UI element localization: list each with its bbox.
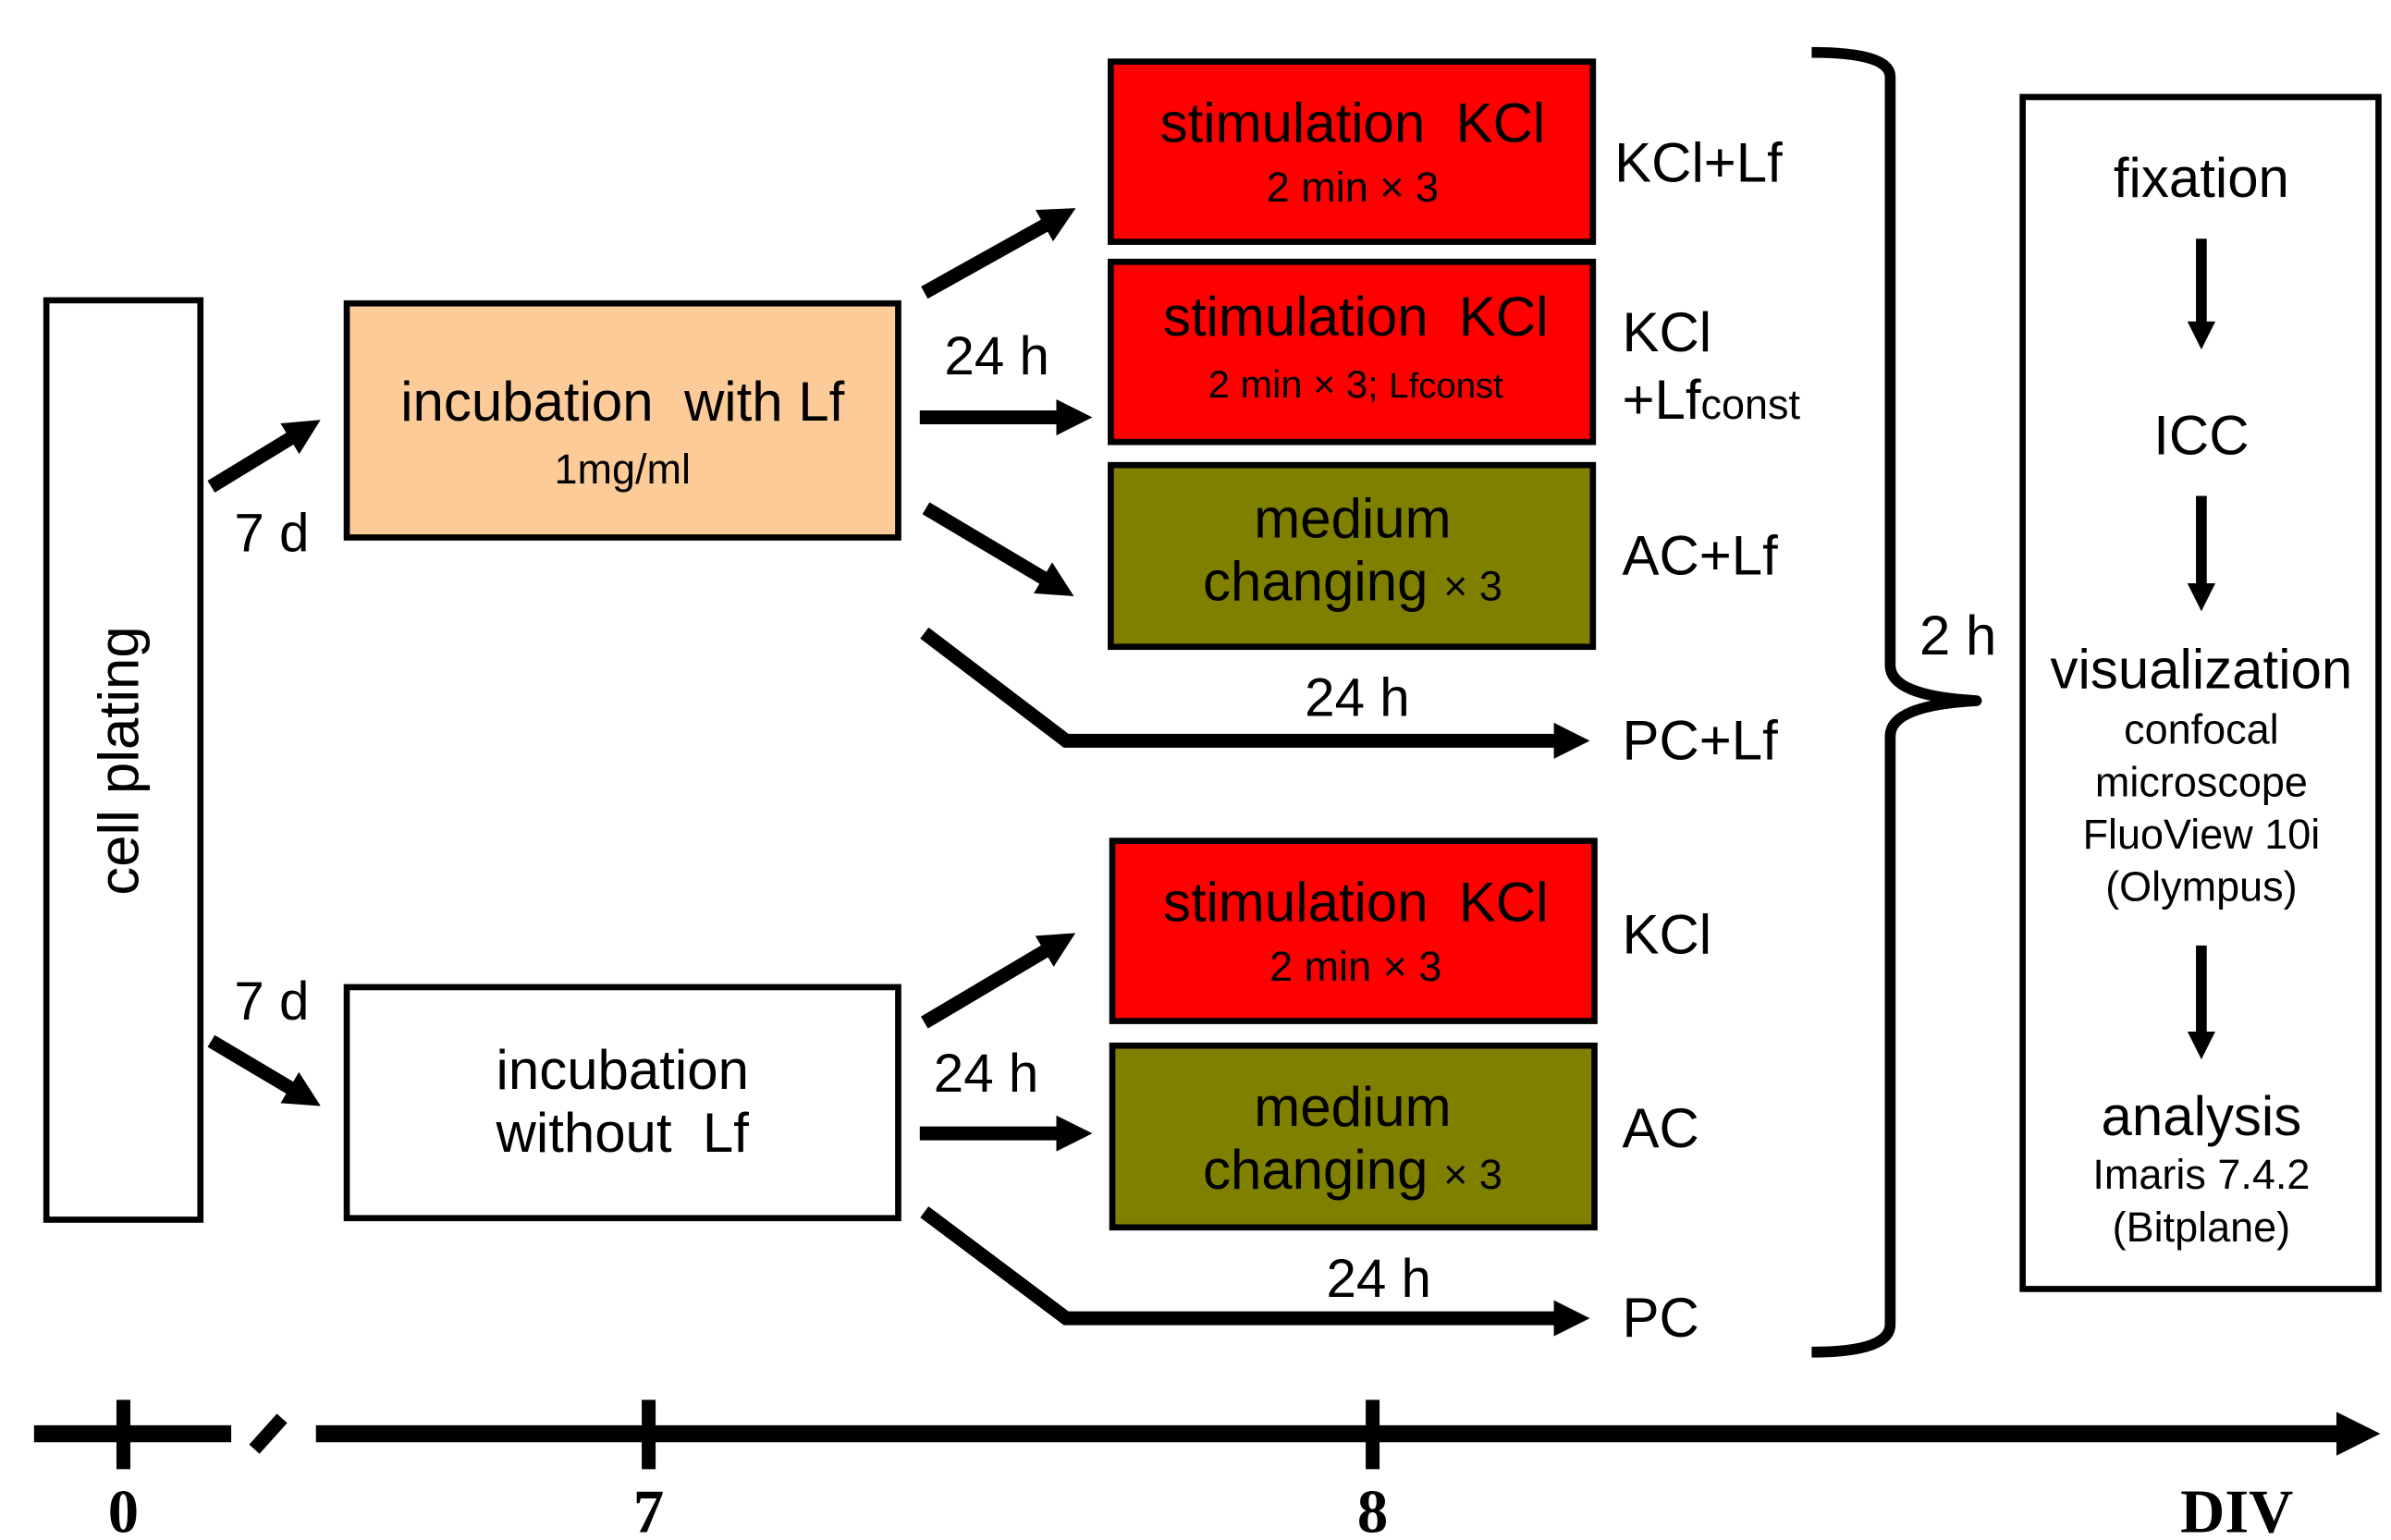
duration-7d-lower: 7 d bbox=[234, 972, 309, 1032]
medium-changing-line2-wrap: changing × 3 bbox=[1203, 1139, 1502, 1201]
medium-changing-lf-box: medium changing × 3 bbox=[1108, 461, 1597, 651]
workflow-analysis: analysis bbox=[2102, 1085, 2302, 1147]
timeline-unit-label: DIV bbox=[2180, 1479, 2293, 1540]
stimulation-kcl-title: stimulation KCl bbox=[1163, 871, 1549, 933]
timeline-label-0: 0 bbox=[108, 1479, 139, 1540]
medium-changing-lf-line2: changing bbox=[1203, 551, 1428, 613]
group-label-pc: PC bbox=[1622, 1287, 1698, 1349]
workflow-vis-detail-4: (Olympus) bbox=[2105, 863, 2297, 911]
stimulation-kcl-lfconst-detail-line: 2 min × 3; Lfconst bbox=[1208, 362, 1503, 406]
medium-changing-lf-line2-wrap: changing × 3 bbox=[1203, 551, 1502, 613]
timeline-axis: 0 7 8 DIV bbox=[33, 1399, 2381, 1540]
stimulation-kcl-lfconst-detail: 2 min × 3; bbox=[1208, 362, 1390, 406]
stimulation-kcl-detail: 2 min × 3 bbox=[1269, 943, 1441, 990]
arrow-to-pc-lf bbox=[920, 627, 1590, 759]
group-label-ac: AC bbox=[1622, 1097, 1698, 1159]
workflow-vis-detail-2: microscope bbox=[2095, 758, 2308, 805]
group-label-pc-lf: PC+Lf bbox=[1622, 709, 1778, 771]
stimulation-kcl-lf-title: stimulation KCl bbox=[1160, 92, 1546, 153]
duration-7d-upper: 7 d bbox=[234, 503, 309, 563]
workflow-analysis-detail-1: Imaris 7.4.2 bbox=[2092, 1151, 2310, 1198]
group-label-ac-lf: AC+Lf bbox=[1622, 524, 1778, 586]
medium-changing-lf-line1: medium bbox=[1254, 487, 1451, 549]
group-label-kcl: KCl bbox=[1622, 903, 1711, 965]
cell-plating-box: cell plating bbox=[43, 297, 204, 1223]
group-label-kcl-lfconst-line2: +Lf bbox=[1622, 369, 1700, 431]
incubation-with-lf-fill bbox=[343, 299, 901, 541]
group-label-kcl-lfconst-sub: const bbox=[1701, 381, 1801, 428]
arrow-to-medium-lf bbox=[922, 502, 1074, 597]
duration-24h-upper: 24 h bbox=[944, 326, 1048, 386]
processing-workflow-box: fixation ICC visualization confocal micr… bbox=[2019, 93, 2382, 1292]
arrow-to-stim-kcl-lf bbox=[921, 208, 1076, 299]
curly-bracket bbox=[1811, 46, 1982, 1358]
incubation-with-lf-dose: 1mg/ml bbox=[555, 446, 691, 493]
arrow-to-stim-kcl bbox=[920, 933, 1076, 1029]
medium-changing-lf-times: × 3 bbox=[1443, 563, 1502, 610]
stimulation-kcl-lfconst-detail-sub: Lfconst bbox=[1389, 366, 1503, 406]
stimulation-kcl-lf-detail: 2 min × 3 bbox=[1267, 164, 1439, 211]
workflow-fixation: fixation bbox=[2114, 147, 2289, 209]
duration-2h: 2 h bbox=[1919, 605, 1996, 666]
workflow-analysis-detail-2: (Bitplane) bbox=[2113, 1204, 2290, 1251]
incubation-without-lf-line1: incubation bbox=[497, 1039, 749, 1101]
group-label-kcl-lfconst-line1: KCl bbox=[1622, 301, 1711, 363]
medium-changing-line2: changing bbox=[1203, 1139, 1428, 1201]
timeline-label-8: 8 bbox=[1357, 1479, 1388, 1540]
arrow-to-pc bbox=[920, 1206, 1590, 1337]
arrow-to-incubation-lf bbox=[207, 420, 321, 493]
duration-24h-pc: 24 h bbox=[1327, 1249, 1431, 1309]
group-label-kcl-lfconst-line2-wrap: +Lfconst bbox=[1622, 369, 1800, 431]
duration-24h-lower: 24 h bbox=[934, 1044, 1038, 1104]
medium-changing-box: medium changing × 3 bbox=[1109, 1042, 1598, 1231]
cell-plating-label: cell plating bbox=[88, 626, 152, 895]
stimulation-kcl-lfconst-box: stimulation KCl 2 min × 3; Lfconst bbox=[1108, 258, 1597, 446]
workflow-vis-detail-3: FluoView 10i bbox=[2083, 811, 2321, 858]
incubation-without-lf-box: incubation without Lf bbox=[343, 984, 901, 1222]
medium-changing-times: × 3 bbox=[1443, 1151, 1502, 1198]
stimulation-kcl-lfconst-title: stimulation KCl bbox=[1163, 286, 1549, 348]
timeline-break-mark bbox=[249, 1413, 288, 1454]
medium-changing-line1: medium bbox=[1254, 1076, 1451, 1138]
stimulation-kcl-box: stimulation KCl 2 min × 3 bbox=[1109, 837, 1598, 1024]
incubation-with-lf-box: incubation with Lf 1mg/ml bbox=[343, 299, 901, 541]
timeline-label-7: 7 bbox=[633, 1479, 664, 1540]
incubation-with-lf-title: incubation with Lf bbox=[400, 371, 844, 433]
workflow-vis-detail-1: confocal bbox=[2124, 706, 2279, 753]
workflow-icc: ICC bbox=[2153, 404, 2249, 466]
arrow-to-incubation-nolf bbox=[207, 1034, 321, 1106]
incubation-without-lf-line2: without Lf bbox=[496, 1102, 750, 1164]
duration-24h-pc-lf: 24 h bbox=[1305, 668, 1409, 728]
workflow-visualization: visualization bbox=[2051, 639, 2353, 701]
stimulation-kcl-lf-box: stimulation KCl 2 min × 3 bbox=[1108, 58, 1597, 245]
group-label-kcl-lf: KCl+Lf bbox=[1614, 132, 1783, 194]
